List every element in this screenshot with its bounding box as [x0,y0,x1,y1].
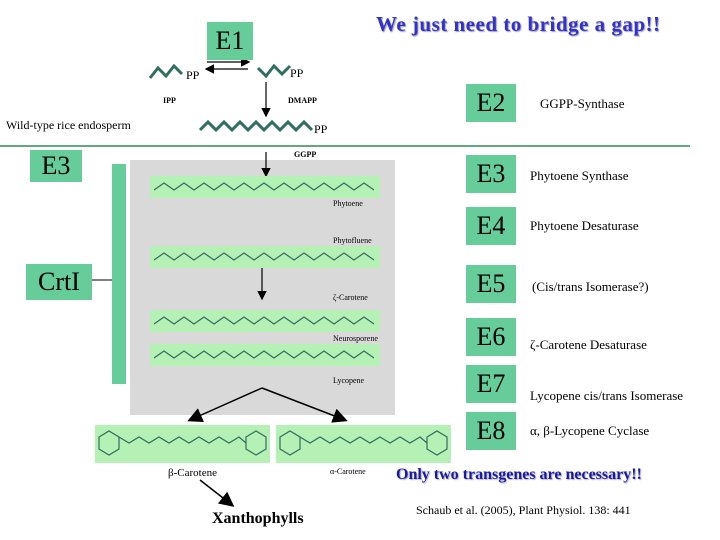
ipp-label: IPP [163,96,176,105]
wild-type-label: Wild-type rice endosperm [6,118,131,132]
slide-title: We just need to bridge a gap!! [376,12,661,36]
transgenes-note: Only two transgenes are necessary!! [396,466,642,483]
e3-box: E3 [466,155,516,193]
e3-name: Phytoene Synthase [530,168,629,183]
e8-box: E8 [466,412,516,450]
e8-name: α, β-Lycopene Cyclase [530,423,650,438]
e5-name: (Cis/trans Isomerase?) [532,279,649,294]
e7-box: E7 [466,365,516,403]
dmapp-label: DMAPP [288,96,317,105]
e4-box: E4 [466,207,516,245]
citation: Schaub et al. (2005), Plant Physiol. 138… [416,503,631,517]
zeta-carotene-label: ζ-Carotene [333,293,368,302]
phytoene-molecule [150,176,380,198]
alpha-carotene-molecule [276,425,451,463]
crti-bar [112,164,126,384]
ipp-molecule [148,63,184,79]
lycopene-label: Lycopene [333,376,365,385]
e6-name: ζ-Carotene Desaturase [530,337,647,352]
e1-box: E1 [207,22,253,60]
pp-label-ggpp: PP [314,122,328,136]
e5-box: E5 [466,265,516,303]
ggpp-molecule [198,119,314,133]
neurosporene-label: Neurosporene [333,334,378,343]
crti-box: CrtI [26,264,92,300]
phytofluene-molecule [150,246,380,268]
alpha-carotene-label: α-Carotene [330,467,366,476]
phytoene-label: Phytoene [333,199,363,208]
e2-name: GGPP-Synthase [540,96,625,111]
phytofluene-label: Phytofluene [333,236,372,245]
pp-label-dmapp: PP [290,66,304,80]
zeta-carotene-molecule [150,310,380,332]
beta-carotene-label: β-Carotene [168,467,217,479]
e6-box: E6 [466,318,516,356]
e7-name: Lycopene cis/trans Isomerase [530,388,684,403]
xanthophylls-label: Xanthophylls [212,510,304,527]
pp-label-ipp: PP [186,68,200,82]
dmapp-molecule [256,63,292,79]
e2-box: E2 [466,84,516,122]
e4-name: Phytoene Desaturase [530,218,639,233]
e3-left-box: E3 [30,150,82,182]
beta-carotene-molecule [95,425,270,463]
neurosporene-molecule [150,344,380,366]
ggpp-label: GGPP [294,150,317,159]
